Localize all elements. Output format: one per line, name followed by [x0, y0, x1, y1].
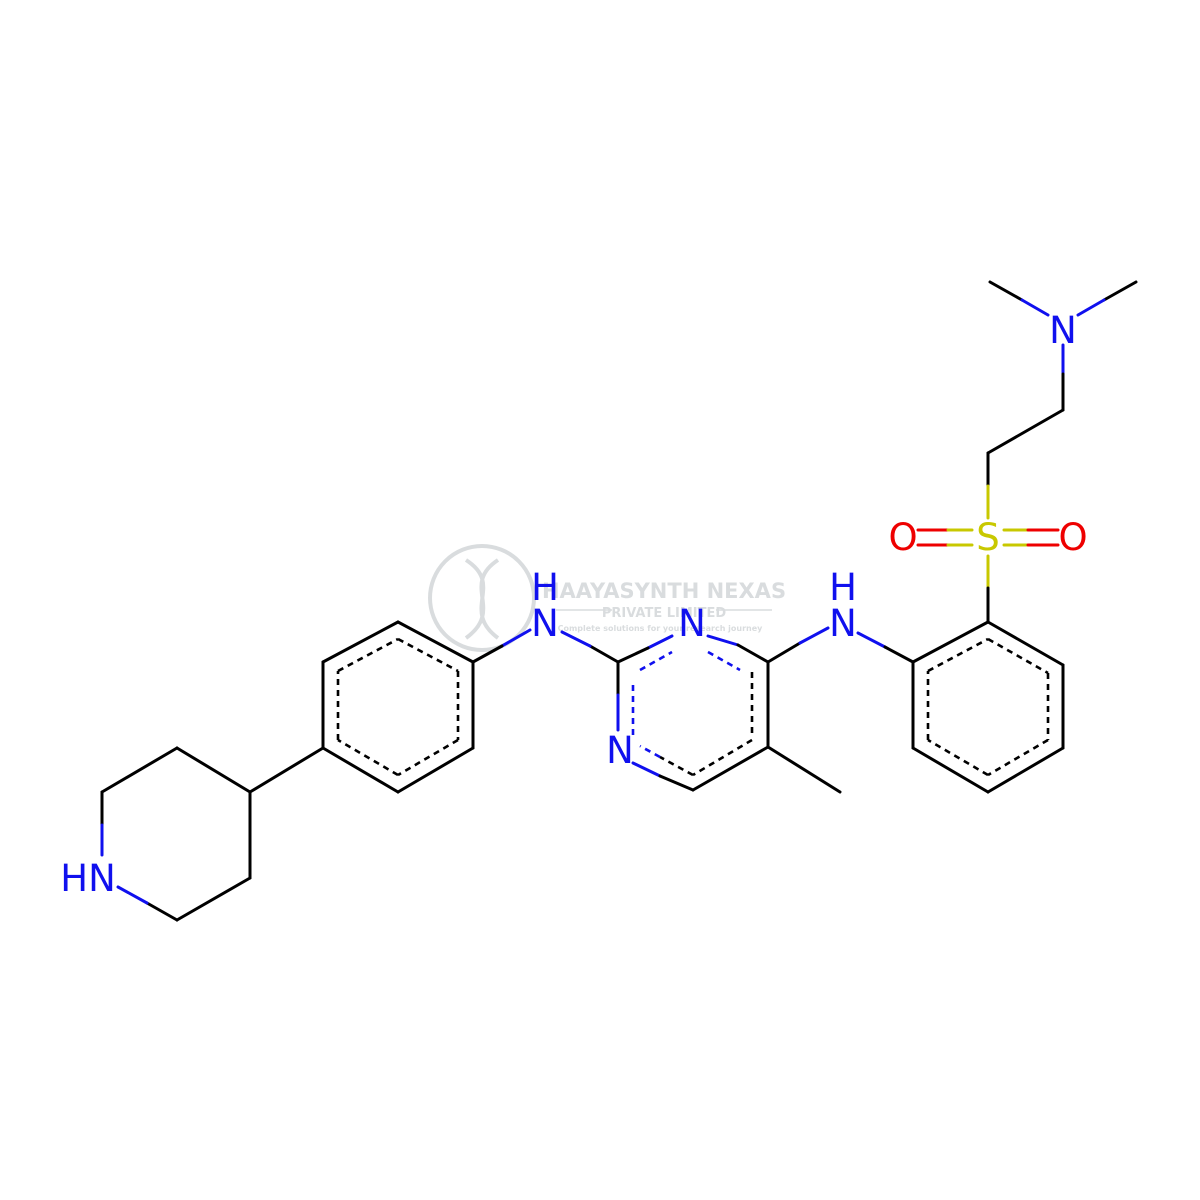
benzene-right-bond	[986, 620, 1065, 667]
aromatic-dashes	[336, 637, 1050, 777]
pyrimidine-n1-bond	[616, 646, 650, 664]
aromatic-inner-bond	[927, 738, 989, 777]
watermark-line2: PRIVATE LIMITED	[602, 606, 727, 621]
benzene-left-bond	[321, 620, 400, 664]
methyl-n-bond	[1020, 298, 1050, 317]
aromatic-inner-bond	[692, 738, 753, 777]
carbon-bonds	[100, 408, 1065, 922]
aromatic-inner-bond	[927, 637, 989, 673]
atom-labels: N S O O H N H N N N HN	[60, 309, 1087, 900]
watermark-logo: HAAYASYNTH NEXAS PRIVATE LIMITED Complet…	[428, 544, 786, 652]
atom-label-sulfur: S	[976, 516, 1000, 559]
pyrimidine-bond-c5-c6	[691, 745, 770, 792]
aromatic-inner-bond	[337, 637, 399, 673]
piperidine-bond	[100, 746, 179, 794]
benzene-right-bond	[986, 746, 1065, 794]
dna-helix-icon	[464, 558, 500, 640]
hetero-bonds	[100, 280, 1138, 905]
pyrimidine-n3-c6-bond	[658, 774, 695, 792]
pyrimidine-n1-bond	[736, 643, 770, 664]
pyrimidine-n1-bond	[706, 634, 740, 647]
pyrimidine-n1-bond	[646, 634, 674, 650]
methyl-n-bond	[988, 280, 1024, 302]
benzene-left-bond	[321, 746, 400, 794]
benzene-left-bond	[396, 746, 475, 794]
atom-label-oxygen: O	[1058, 516, 1087, 559]
nh-benzene-bond	[471, 644, 504, 664]
piperidine-nh-bond	[116, 885, 149, 905]
c2-nh-bond	[560, 630, 592, 648]
aromatic-inner-bond	[987, 637, 1049, 675]
methyl-bond	[766, 745, 842, 794]
atom-label-nitrogen: N	[531, 602, 559, 645]
aromatic-inner-bond	[397, 738, 459, 777]
nh-ring-bond	[883, 645, 915, 664]
aromatic-inner-bond	[707, 650, 741, 672]
c4-nh-bond	[798, 626, 830, 645]
piperidine-link-bond	[248, 746, 325, 794]
watermark-line1: HAAYASYNTH NEXAS	[542, 579, 786, 603]
benzene-right-bond	[911, 620, 990, 664]
piperidine-bond	[175, 876, 252, 922]
methyl-n-bond	[1102, 280, 1138, 302]
benzene-right-bond	[911, 746, 990, 794]
aromatic-inner-bond	[397, 637, 459, 673]
atom-label-nh: HN	[60, 857, 116, 900]
aromatic-inner-bond	[337, 738, 399, 777]
aromatic-inner-bond	[659, 755, 694, 777]
nh-ring-bond	[856, 631, 887, 649]
watermark-circle	[428, 544, 536, 652]
piperidine-bond	[145, 901, 179, 922]
pyrimidine-n3-c6-bond	[631, 761, 662, 778]
watermark-line3: Complete solutions for your research jou…	[558, 624, 764, 633]
atom-label-nitrogen: N	[1049, 309, 1077, 352]
atom-label-nitrogen: N	[829, 602, 857, 645]
atom-label-nitrogen: N	[606, 729, 634, 772]
ethyl-bond	[986, 408, 1065, 455]
aromatic-inner-bond	[987, 738, 1049, 777]
atom-label-oxygen: O	[888, 516, 917, 559]
benzene-left-bond	[396, 620, 475, 664]
aromatic-inner-bond	[639, 744, 661, 759]
piperidine-bond	[175, 746, 252, 794]
c4-nh-bond	[766, 641, 802, 664]
c2-nh-bond	[588, 644, 620, 664]
methyl-n-bond	[1076, 298, 1106, 317]
atom-label-nitrogen: N	[678, 602, 706, 645]
atom-label-hydrogen: H	[829, 566, 857, 609]
atom-label-hydrogen: H	[531, 566, 559, 609]
aromatic-inner-bond	[639, 650, 673, 672]
nh-benzene-bond	[500, 628, 532, 648]
